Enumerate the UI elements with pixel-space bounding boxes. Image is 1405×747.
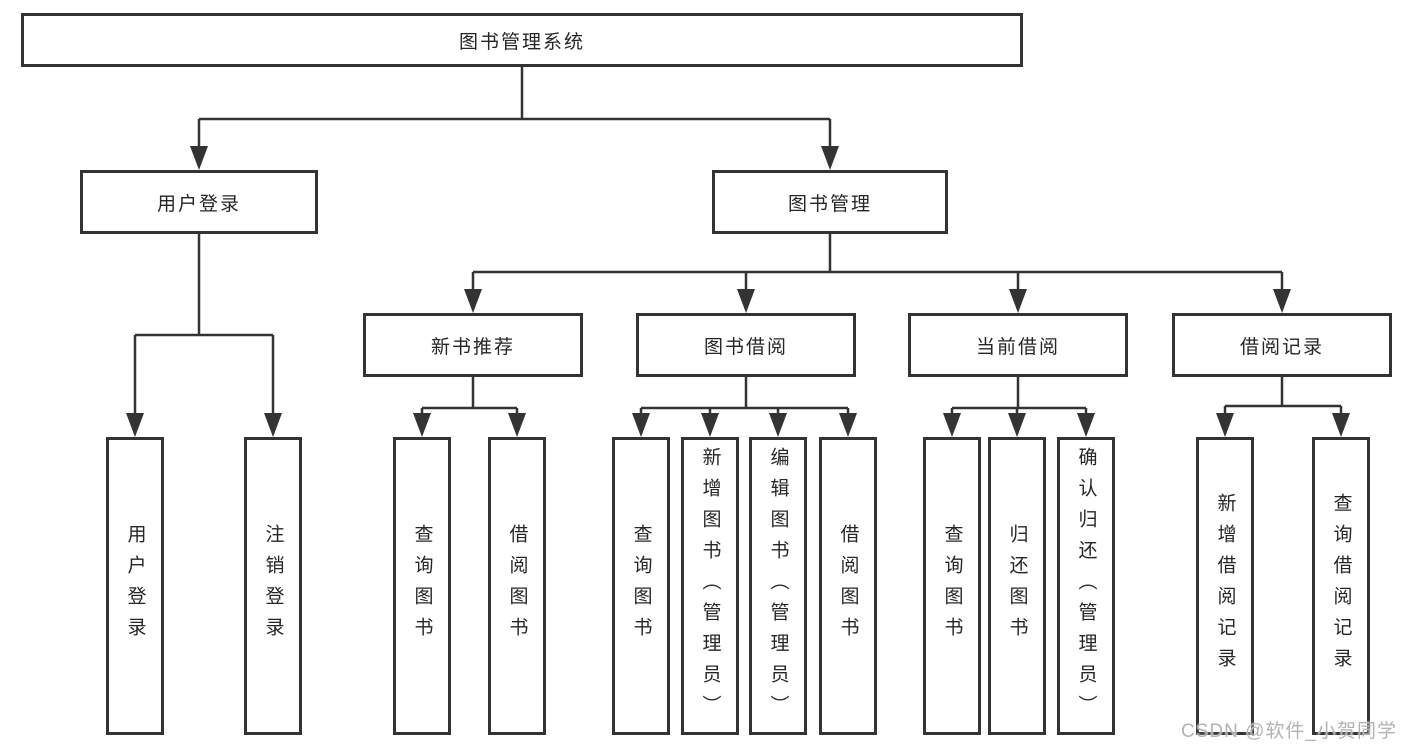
connector-root-to-level2 [190,67,839,170]
leaf-query-borrow-record: 查询借阅记录 [1312,437,1370,735]
leaf-borrow-books-newbooks: 借阅图书 [488,437,546,735]
connector-book-mgmt-to-level3 [464,234,1291,313]
connector-user-login-to-leaves [126,234,282,437]
leaf-borrow-books-borrowing: 借阅图书 [819,437,877,735]
node-new-book-recommend: 新书推荐 [363,313,583,377]
leaf-add-borrow-record: 新增借阅记录 [1196,437,1254,735]
node-library-system: 图书管理系统 [21,13,1023,67]
node-borrowing-records: 借阅记录 [1172,313,1392,377]
leaf-query-books-newbooks: 查询图书 [393,437,451,735]
node-current-borrowing: 当前借阅 [908,313,1128,377]
connector-new-books-to-leaves [413,377,526,437]
leaf-add-books-admin: 新增图书（管理员） [681,437,739,735]
leaf-edit-books-admin: 编辑图书（管理员） [749,437,807,735]
leaf-query-books-borrowing: 查询图书 [612,437,670,735]
leaf-query-books-current: 查询图书 [923,437,981,735]
connector-borrow-records-to-leaves [1216,377,1350,437]
node-user-login: 用户登录 [80,170,318,234]
connector-current-borrow-to-leaves [943,377,1095,437]
node-book-management: 图书管理 [712,170,948,234]
leaf-logout: 注销登录 [244,437,302,735]
leaf-confirm-return-admin: 确认归还（管理员） [1057,437,1115,735]
leaf-return-books: 归还图书 [988,437,1046,735]
leaf-user-login: 用户登录 [106,437,164,735]
node-book-borrowing: 图书借阅 [636,313,856,377]
connector-book-borrow-to-leaves [632,377,857,437]
